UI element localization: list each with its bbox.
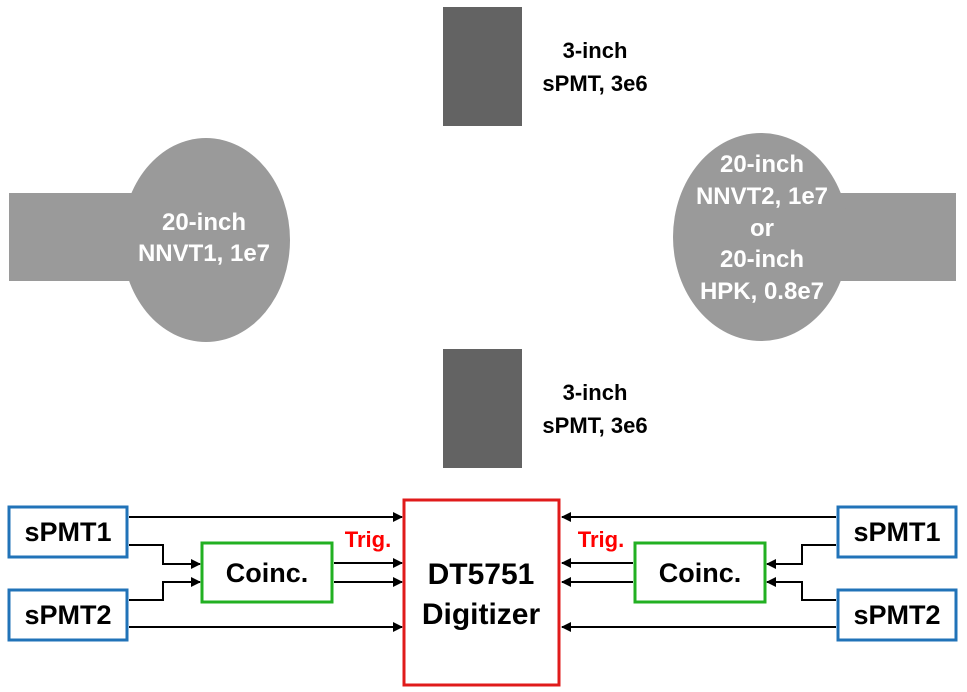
right-spmt2-box [836,588,958,642]
left-spmt2-label: sPMT2 [24,600,111,630]
digitizer-border [402,498,561,687]
left-pmt-label-line1: 20-inch [162,209,246,236]
right-spmt2-to-coinc-arrow [766,577,836,601]
right-pmt-label-line4: 20-inch [720,246,804,273]
left-spmt1-box [7,505,129,559]
right-spmt2-label: sPMT2 [853,600,940,630]
right-coinc-box [633,541,767,604]
right-pmt-label-line1: 20-inch [720,151,804,178]
right-spmt1-box [836,505,958,559]
right-spmt1-label: sPMT1 [853,517,940,547]
bottom-spmt-label-line2: sPMT, 3e6 [542,413,647,438]
digitizer-box: DT5751 Digitizer [402,498,561,687]
left-readout-chain: sPMT1 sPMT2 Coinc. Trig. [7,505,403,642]
right-coinc-label: Coinc. [659,558,742,588]
digitizer-label-line1: DT5751 [428,558,535,591]
top-spmt-label-line2: sPMT, 3e6 [542,71,647,96]
right-pmt-bulb [673,133,849,341]
left-trig-label: Trig. [345,527,391,552]
right-readout-chain: sPMT1 sPMT2 Coinc. Trig. [561,505,958,642]
top-spmt-body [443,7,522,126]
digitizer-label-line2: Digitizer [422,598,541,631]
right-large-pmt: 20-inch NNVT2, 1e7 or 20-inch HPK, 0.8e7 [673,133,956,341]
bottom-spmt-label-line1: 3-inch [563,380,628,405]
left-coinc-label: Coinc. [226,558,309,588]
right-pmt-label-line5: HPK, 0.8e7 [700,278,824,305]
top-small-pmt: 3-inch sPMT, 3e6 [443,7,648,126]
top-spmt-label-line1: 3-inch [563,38,628,63]
left-spmt1-label: sPMT1 [24,517,111,547]
left-spmt2-box [7,588,129,642]
left-pmt-label-line2: NNVT1, 1e7 [138,240,270,267]
bottom-spmt-body [443,349,522,468]
bottom-small-pmt: 3-inch sPMT, 3e6 [443,349,648,468]
left-spmt2-to-coinc-arrow [129,577,201,601]
right-pmt-label-line3: or [750,215,774,242]
right-spmt1-to-coinc-arrow [766,544,836,569]
right-pmt-label-line2: NNVT2, 1e7 [696,183,828,210]
left-coinc-box [200,541,334,604]
right-trig-label: Trig. [578,527,624,552]
left-spmt1-to-coinc-arrow [129,544,201,569]
left-large-pmt: 20-inch NNVT1, 1e7 [9,138,290,342]
left-pmt-bulb [122,138,290,342]
